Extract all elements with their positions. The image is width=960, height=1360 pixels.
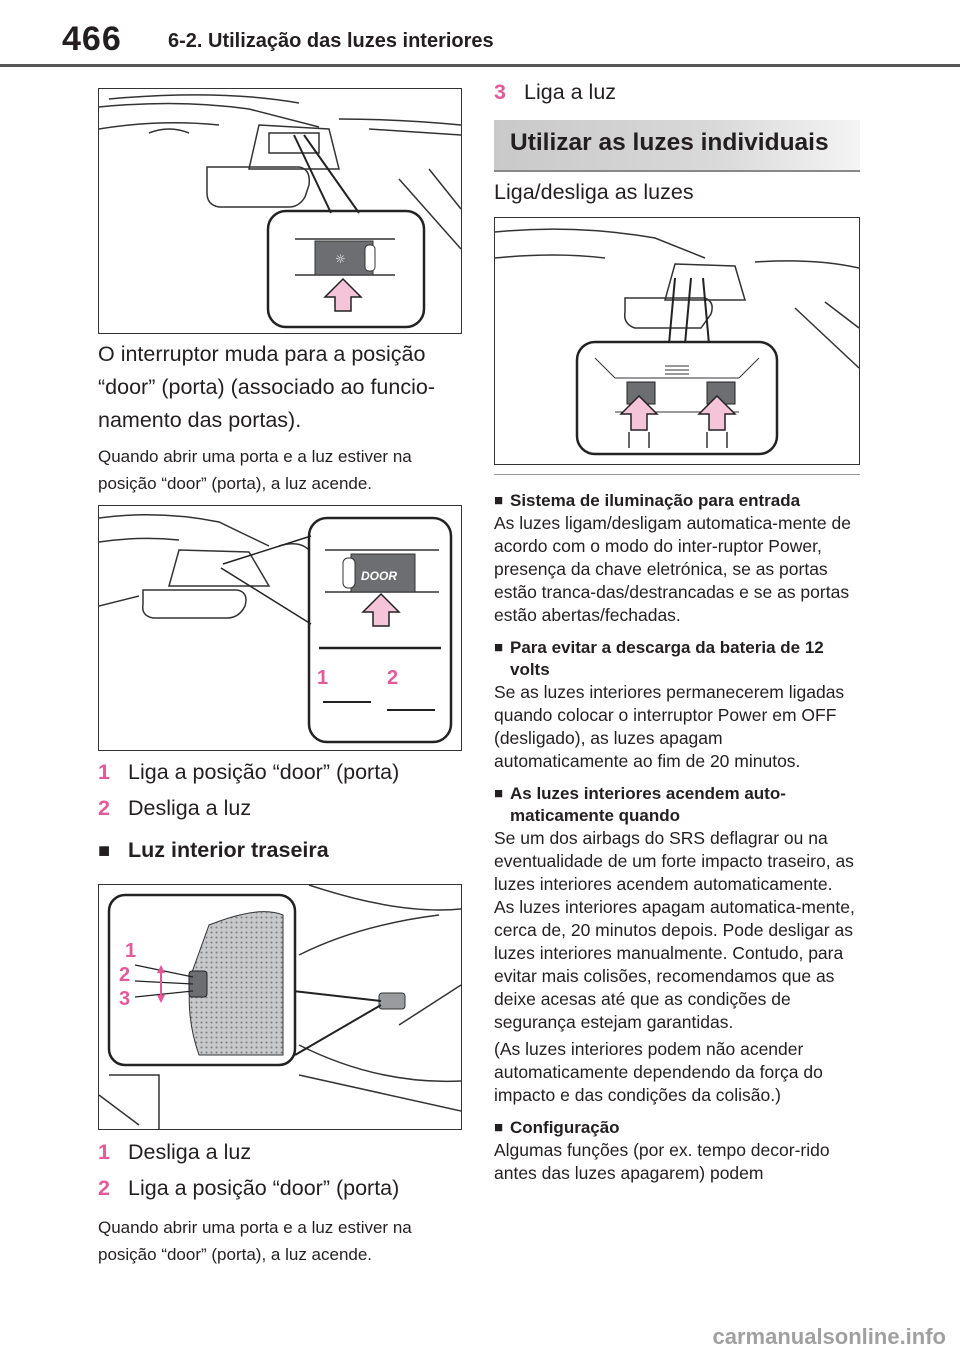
item-number: 2 [98,796,110,820]
watermark: carmanualsonline.info [712,1324,947,1349]
section-banner: Utilizar as luzes individuais [494,120,860,172]
note-title: Para evitar a descarga da bateria de 12 … [510,638,824,679]
note-entry-lighting: ■ Sistema de iluminação para entrada As … [494,490,860,627]
paragraph-door-note-2: Quando abrir uma porta e a luz estiver n… [98,1218,412,1264]
item-text: Liga a luz [524,80,617,104]
note-body: Se as luzes interiores permanecerem liga… [494,682,845,771]
callout-2: 2 [119,964,130,986]
list-item: 3 Liga a luz [494,76,860,108]
item-text: Desliga a luz [128,1140,252,1164]
square-bullet-icon: ■ [494,1119,504,1136]
divider [494,474,860,475]
paragraph-individual-intro: Liga/desliga as luzes [494,180,694,204]
note-body: As luzes interiores apagam automatica-me… [494,897,855,1032]
figure-front-switch: ☼ [98,88,462,334]
note-heading: ■ Configuração [494,1117,860,1139]
note-heading: ■ As luzes interiores acendem auto-matic… [494,783,860,827]
heading-text: Luz interior traseira [128,838,329,862]
item-text: Liga a posição “door” (porta) [128,1176,400,1200]
item-text: Liga a posição “door” (porta) [128,760,400,784]
callout-1: 1 [125,940,136,962]
list-item: 2 Liga a posição “door” (porta) [98,1172,462,1204]
page-number: 466 [62,20,122,58]
square-bullet-icon: ■ [494,639,504,656]
paragraph-door-note: Quando abrir uma porta e a luz estiver n… [98,447,412,493]
item-text: Desliga a luz [128,796,252,820]
callout-1: 1 [317,667,328,689]
item-number: 1 [98,760,110,784]
figure-door-positions: DOOR 1 2 [98,505,462,751]
list-item: 2 Desliga a luz [98,792,462,824]
callout-3: 3 [119,988,130,1010]
callout-2: 2 [387,667,398,689]
note-title: Sistema de iluminação para entrada [510,491,801,510]
note-body: As luzes ligam/desligam automatica-mente… [494,513,851,625]
item-number: 3 [494,80,506,104]
note-configuration: ■ Configuração Algumas funções (por ex. … [494,1117,860,1185]
note-body: Se um dos airbags do SRS deflagrar ou na… [494,828,854,894]
figure-individual-lights [494,217,860,465]
note-body: Algumas funções (por ex. tempo decor-rid… [494,1140,830,1183]
note-heading: ■ Sistema de iluminação para entrada [494,490,860,512]
door-label: DOOR [361,569,397,583]
heading-rear-light: ■ Luz interior traseira [98,838,462,863]
figure-rear-light: 1 2 3 [98,884,462,1130]
note-title: Configuração [510,1118,620,1137]
section-title: 6-2. Utilização das luzes interiores [168,30,494,52]
note-body: (As luzes interiores podem não acender a… [494,1039,823,1105]
paragraph-switch-door: O interruptor muda para a posição “door”… [98,342,435,432]
note-heading: ■ Para evitar a descarga da bateria de 1… [494,637,860,681]
banner-title: Utilizar as luzes individuais [510,129,829,156]
square-bullet-icon: ■ [98,840,111,862]
note-battery: ■ Para evitar a descarga da bateria de 1… [494,637,860,773]
square-bullet-icon: ■ [494,785,504,802]
item-number: 2 [98,1176,110,1200]
square-bullet-icon: ■ [494,492,504,509]
list-item: 1 Desliga a luz [98,1136,462,1168]
item-number: 1 [98,1140,110,1164]
note-title: As luzes interiores acendem auto-maticam… [510,784,786,825]
header-divider [0,64,960,67]
note-auto-on: ■ As luzes interiores acendem auto-matic… [494,783,860,1107]
list-item: 1 Liga a posição “door” (porta) [98,756,462,788]
svg-text:☼: ☼ [335,252,346,266]
